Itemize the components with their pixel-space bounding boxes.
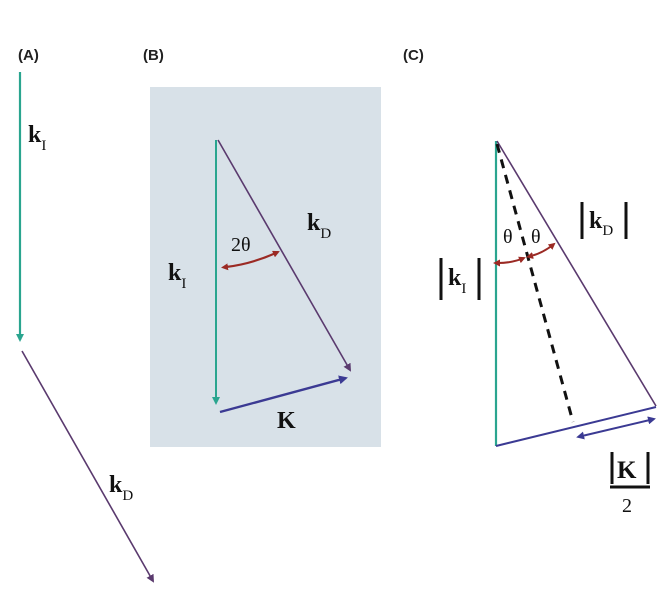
bisector-dashed-line — [495, 143, 575, 423]
panel-b-background — [150, 87, 381, 447]
incident-magnitude-label: kI — [439, 258, 481, 300]
incident-vector-label: kI — [168, 260, 186, 292]
theta-right-arc — [526, 242, 556, 259]
diffracted-magnitude-label: kD — [580, 202, 628, 239]
svg-text:K: K — [617, 457, 637, 484]
theta-left-label: θ — [503, 226, 513, 248]
diffracted-vector-arrow — [217, 139, 351, 372]
scattering-vector-label: K — [277, 408, 296, 434]
theta-left-arc — [493, 256, 526, 267]
diffracted-vector-label: kD — [307, 210, 331, 242]
panel-c-label: (C) — [403, 47, 424, 64]
theta-right-label: θ — [531, 226, 541, 248]
two-theta-angle-arc — [221, 250, 280, 271]
diffracted-vector-label: kD — [109, 472, 133, 504]
svg-text:2: 2 — [622, 495, 632, 517]
panel-a: (A) kI kD — [16, 47, 154, 583]
two-theta-label: 2θ — [231, 234, 251, 256]
svg-text:kD: kD — [589, 208, 613, 239]
panel-a-label: (A) — [18, 47, 39, 64]
panel-b: (B) 2θ kI kD K — [143, 47, 381, 447]
scattering-side — [495, 406, 657, 447]
panel-b-label: (B) — [143, 47, 164, 64]
panel-c: (C) θ θ kI kD K 2 — [403, 47, 657, 517]
diffracted-vector-arrow — [21, 350, 154, 583]
diffracted-side — [496, 140, 657, 407]
half-k-dimension-arrow — [576, 416, 656, 440]
scattering-vector-arrow — [219, 375, 348, 414]
svg-text:kI: kI — [448, 265, 466, 297]
half-k-magnitude-label: K 2 — [610, 452, 650, 517]
incident-vector-label: kI — [28, 122, 46, 154]
